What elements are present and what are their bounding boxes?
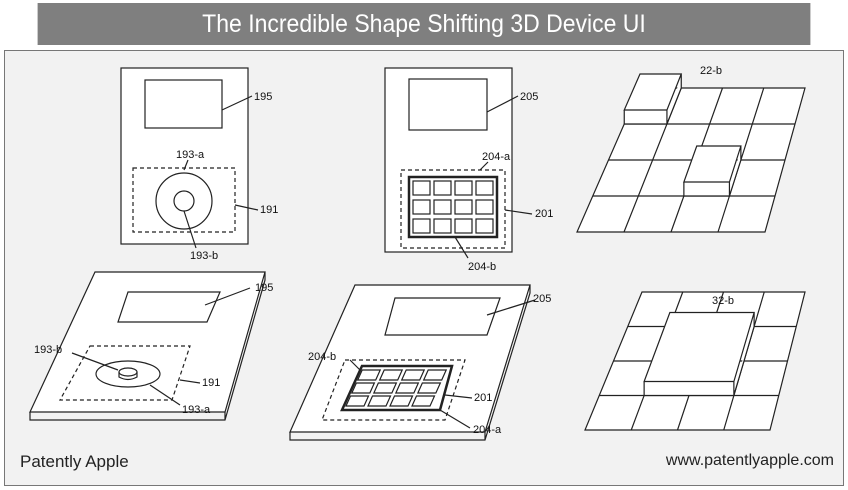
key bbox=[350, 382, 376, 394]
fig3-grid bbox=[576, 73, 806, 233]
key bbox=[475, 218, 494, 234]
raised-block bbox=[643, 311, 755, 397]
key bbox=[454, 199, 473, 215]
key bbox=[454, 180, 473, 196]
label-22b: 22-b bbox=[700, 65, 722, 77]
label-204a-b: 204-a bbox=[473, 424, 502, 436]
fig6-grid bbox=[584, 291, 806, 431]
key bbox=[389, 395, 414, 407]
key bbox=[433, 199, 452, 215]
label-205: 205 bbox=[520, 91, 538, 103]
raised-block bbox=[623, 73, 683, 125]
key bbox=[433, 180, 452, 196]
key bbox=[412, 180, 431, 196]
label-193b-b: 193-b bbox=[34, 344, 62, 356]
label-204b-b: 204-b bbox=[308, 351, 336, 363]
label-204b: 204-b bbox=[468, 261, 496, 273]
label-32b: 32-b bbox=[712, 295, 734, 307]
key bbox=[367, 395, 392, 407]
fig1-wheel bbox=[155, 172, 213, 230]
label-191-b: 191 bbox=[202, 377, 220, 389]
fig1-region bbox=[132, 167, 236, 233]
label-191: 191 bbox=[260, 204, 278, 216]
fig5-device bbox=[289, 284, 536, 441]
label-201: 201 bbox=[535, 208, 553, 220]
key bbox=[416, 382, 442, 394]
key bbox=[412, 199, 431, 215]
raised-block bbox=[683, 145, 742, 197]
label-193a: 193-a bbox=[176, 149, 205, 161]
key bbox=[433, 218, 452, 234]
fig1-screen bbox=[144, 79, 223, 129]
key bbox=[394, 382, 420, 394]
key bbox=[345, 395, 370, 407]
key bbox=[412, 218, 431, 234]
brand-left: Patently Apple bbox=[20, 452, 129, 471]
label-195-b: 195 bbox=[255, 282, 273, 294]
label-193b: 193-b bbox=[190, 250, 218, 262]
fig2-device bbox=[384, 67, 533, 259]
website-url[interactable]: www.patentlyapple.com bbox=[665, 452, 834, 469]
label-195: 195 bbox=[254, 91, 272, 103]
key bbox=[378, 369, 404, 381]
key bbox=[475, 180, 494, 196]
key bbox=[475, 199, 494, 215]
key bbox=[372, 382, 398, 394]
label-193a-b: 193-a bbox=[182, 404, 211, 416]
key bbox=[356, 369, 382, 381]
banner-title: The Incredible Shape Shifting 3D Device … bbox=[37, 3, 811, 45]
label-205-b: 205 bbox=[533, 293, 551, 305]
key bbox=[454, 218, 473, 234]
label-204a: 204-a bbox=[482, 151, 511, 163]
label-201-b: 201 bbox=[474, 392, 492, 404]
fig4-device bbox=[29, 271, 266, 421]
key bbox=[422, 369, 448, 381]
fig1-device bbox=[120, 67, 259, 249]
key bbox=[411, 395, 436, 407]
key bbox=[400, 369, 426, 381]
